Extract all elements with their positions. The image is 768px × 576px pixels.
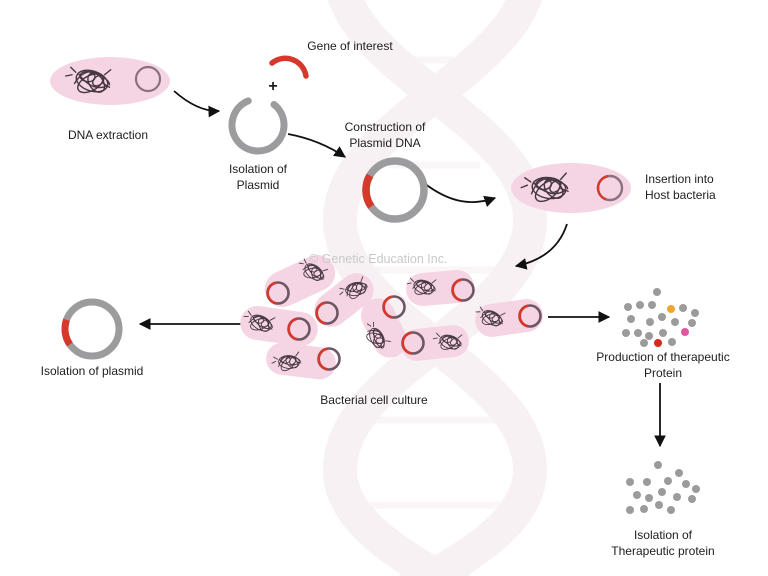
arrow-isolation-to-construction [287,133,346,158]
plasmid-ring [362,157,428,223]
production-protein-dots [622,288,699,347]
protein-dot [645,494,653,502]
protein-dot [691,309,699,317]
plasmid-ring [317,347,341,371]
plasmid-ring [382,295,406,319]
protein-dot [643,478,651,486]
protein-dot [675,469,683,477]
bacterium-body [50,57,170,105]
protein-dot [688,495,696,503]
protein-dot [673,493,681,501]
protein-dot [626,478,634,486]
plasmid-ring [266,281,290,305]
protein-dot [655,501,663,509]
protein-dot [624,303,632,311]
protein-dot [645,332,653,340]
plasmid-ring [287,317,311,341]
protein-dot [633,491,641,499]
label-gene-of-interest: Gene of interest [307,39,393,53]
protein-dot [622,329,630,337]
protein-dot [658,313,666,321]
inserted-gene-segment [596,175,609,201]
protein-dot [627,315,635,323]
isolated-protein-dots [626,461,700,514]
protein-dot [667,506,675,514]
protein-dot [692,485,700,493]
plasmid-ring [451,278,475,302]
inserted-gene-segment [61,318,73,347]
plasmid-ring [61,298,123,360]
label-line: Therapeutic protein [611,544,715,558]
protein-dot [681,328,689,336]
protein-dot [671,318,679,326]
label-line: Isolation of [633,528,693,542]
protein-dot [682,480,690,488]
protein-dot [648,301,656,309]
protein-dot [667,305,675,313]
cut-plasmid-arc [228,97,288,155]
plasmid-ring [596,174,624,202]
label-bacterial-cell-culture: Bacterial cell culture [320,393,428,407]
source-bacterium [50,57,170,105]
protein-dot [658,488,666,496]
label-line: Host bacteria [645,188,716,202]
protein-dot [659,329,667,337]
label-line: Plasmid DNA [349,136,421,150]
protein-dot [668,338,676,346]
gene-of-interest-arc [269,55,309,79]
protein-dot [646,318,654,326]
protein-dot [679,304,687,312]
protein-dot [653,288,661,296]
flow-arrows [138,90,666,448]
protein-dot [634,329,642,337]
label-insertion-into-host-bacteria: Insertion into Host bacteria [645,171,716,203]
label-line: Protein [643,366,683,380]
plasmid-ring [401,331,425,355]
recombinant-plasmid [362,157,428,223]
plasmid-ring [518,304,542,328]
watermark-text: © Genetic Education Inc. [309,252,448,266]
protein-dot [664,477,672,485]
label-isolation-of-therapeutic-protein: Isolation of Therapeutic protein [611,527,714,559]
label-production-of-therapeutic-protein: Production of therapeutic Protein [596,349,729,381]
protein-dot [640,339,648,347]
bacterial-cell [314,273,374,327]
label-line: Insertion into [645,172,714,186]
host-bacterium [511,163,631,213]
label-line: Production of therapeutic [596,350,730,364]
protein-dot [654,461,662,469]
bacterial-cell [475,299,543,337]
protein-dot [688,319,696,327]
cut-plasmid-ring [228,97,288,155]
plasmid-ring [315,301,339,325]
arrow-insertion-to-culture [514,223,568,270]
inserted-gene-segment [362,173,375,209]
bacterial-cell [266,342,336,380]
label-line: Isolation of [228,162,288,176]
bacterium-body [511,163,631,213]
protein-dot [626,506,634,514]
plus-sign: + [268,78,278,95]
arrow-extraction-to-isolation [173,90,221,118]
protein-dot [636,301,644,309]
isolated-plasmid [61,298,123,360]
label-line: Plasmid [236,178,280,192]
label-dna-extraction: DNA extraction [67,128,149,142]
bacterial-cell-culture-group [240,254,543,380]
label-construction-of-plasmid-dna: Construction of Plasmid DNA [345,119,426,151]
protein-dot [640,505,648,513]
label-line: Construction of [344,120,426,134]
label-isolation-of-plasmid-result: Isolation of plasmid [40,364,144,378]
label-isolation-of-plasmid-step: Isolation of Plasmid [229,161,287,193]
plasmid-ring [134,65,162,93]
protein-dot [654,339,662,347]
arrow-construction-to-insertion [423,182,497,207]
